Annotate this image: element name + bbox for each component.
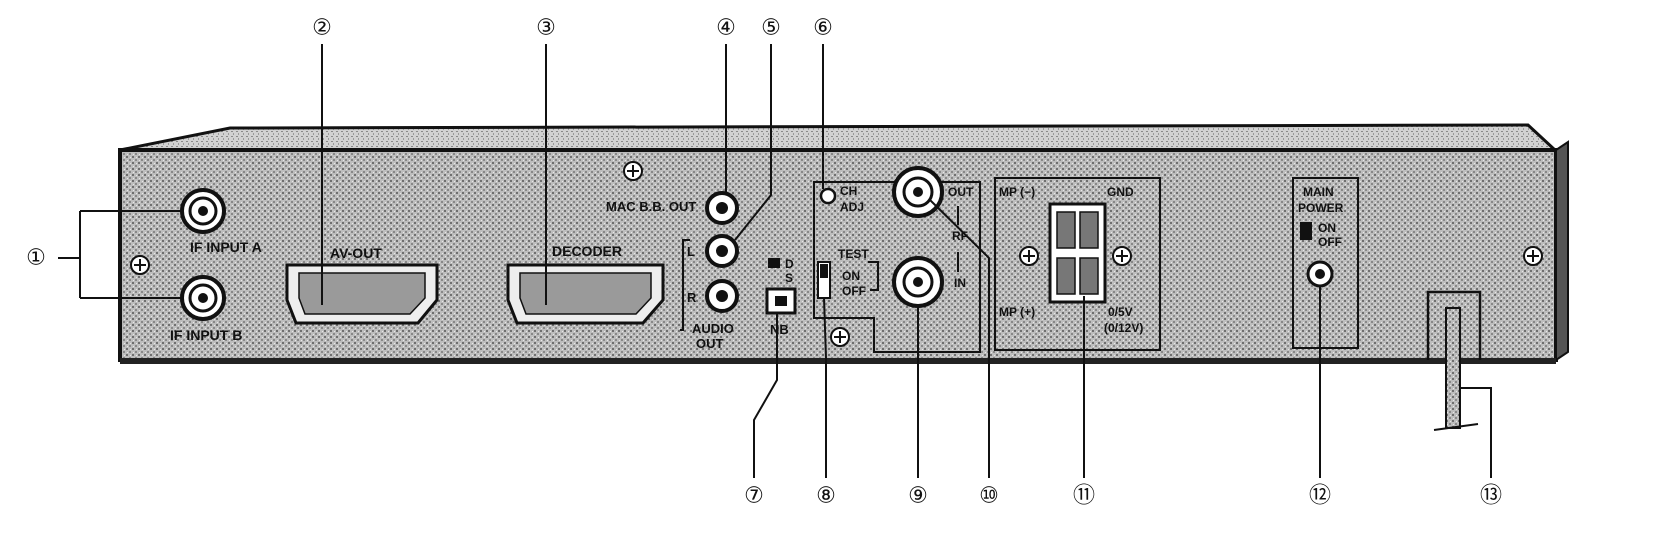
mp-plus-label: MP (+) [999,305,1035,319]
nb-label: NB [770,322,789,337]
power-off-label: OFF [1318,235,1342,249]
callout-13: ⑬ [1480,484,1502,509]
audio-out-label-2: OUT [696,336,724,351]
decoder-label: DECODER [552,243,622,259]
callout-12: ⑫ [1309,484,1331,509]
callout-11: ⑪ [1073,484,1095,509]
v-05-label: 0/5V [1108,305,1133,319]
ds-s-label: S [785,271,793,285]
audio-r-label: R [687,290,697,305]
rf-in-label: IN [954,276,966,290]
screw-icon [1019,246,1039,266]
callout-lines [58,44,1492,478]
rf-in-connector[interactable] [892,256,944,308]
power-cord-end [1433,423,1479,431]
screw-icon [1112,246,1132,266]
audio-bracket [680,239,690,331]
power-cord [1445,307,1461,429]
callout-10: ⑩ [979,484,999,509]
test-off-label: OFF [842,284,866,298]
callout-7: ⑦ [744,484,764,509]
test-label: TEST [838,247,869,261]
main-power-label-2: POWER [1298,201,1344,215]
screw-icon [623,161,643,181]
callout-1: ① [26,246,46,271]
av-out-scart-inner [298,272,426,315]
mp-panel-outline [994,177,1161,351]
if-input-b-label: IF INPUT B [170,327,242,343]
rf-panel-outline [813,181,981,353]
test-on-label: ON [842,269,860,283]
test-bracket [868,261,879,291]
gnd-label: GND [1107,185,1134,199]
nb-switch[interactable] [765,287,797,315]
callout-8: ⑧ [816,484,836,509]
chassis-bottom-edge [120,358,1556,364]
chassis-rear-face [118,148,1558,362]
audio-out-label-1: AUDIO [692,321,734,336]
callout-5: ⑤ [761,16,781,41]
power-on-label: ON [1318,221,1336,235]
screw-icon [830,327,850,347]
mp-minus-label: MP (−) [999,185,1035,199]
callout-3: ③ [536,16,556,41]
screw-icon [130,255,150,275]
ch-adj-label-1: CH [840,184,857,198]
rf-out-connector[interactable] [892,166,944,218]
if-input-a-connector[interactable] [180,188,226,234]
chassis-top [119,123,1559,152]
callout-9: ⑨ [908,484,928,509]
ds-d-label: D [785,257,794,271]
ch-adj-trimmer[interactable] [819,187,837,205]
ch-adj-label-2: ADJ [840,200,864,214]
mac-bb-out-label: MAC B.B. OUT [606,199,696,214]
audio-l-label: L [687,244,695,259]
decoder-scart-inner [519,272,652,315]
audio-r-connector[interactable] [705,279,739,313]
v-012-label: (0/12V) [1104,321,1143,335]
callout-4: ④ [716,16,736,41]
callout-2: ② [312,16,332,41]
chassis-side [1555,140,1569,362]
if-input-b-connector[interactable] [180,275,226,321]
power-switch-icon [1300,222,1312,240]
audio-l-connector[interactable] [705,234,739,268]
ds-switch-icon [768,258,780,268]
power-cord-slot [1426,290,1482,360]
if-input-a-label: IF INPUT A [190,239,262,255]
main-power-panel-outline [1292,177,1359,349]
main-power-switch[interactable] [1306,260,1334,288]
screw-icon [1523,246,1543,266]
main-power-label-1: MAIN [1303,185,1334,199]
mp-terminal-block[interactable] [1048,202,1107,304]
test-switch[interactable] [817,261,831,299]
mac-bb-out-connector[interactable] [705,191,739,225]
rf-out-label: OUT [948,185,974,199]
av-out-label: AV-OUT [330,245,382,261]
callout-6: ⑥ [813,16,833,41]
